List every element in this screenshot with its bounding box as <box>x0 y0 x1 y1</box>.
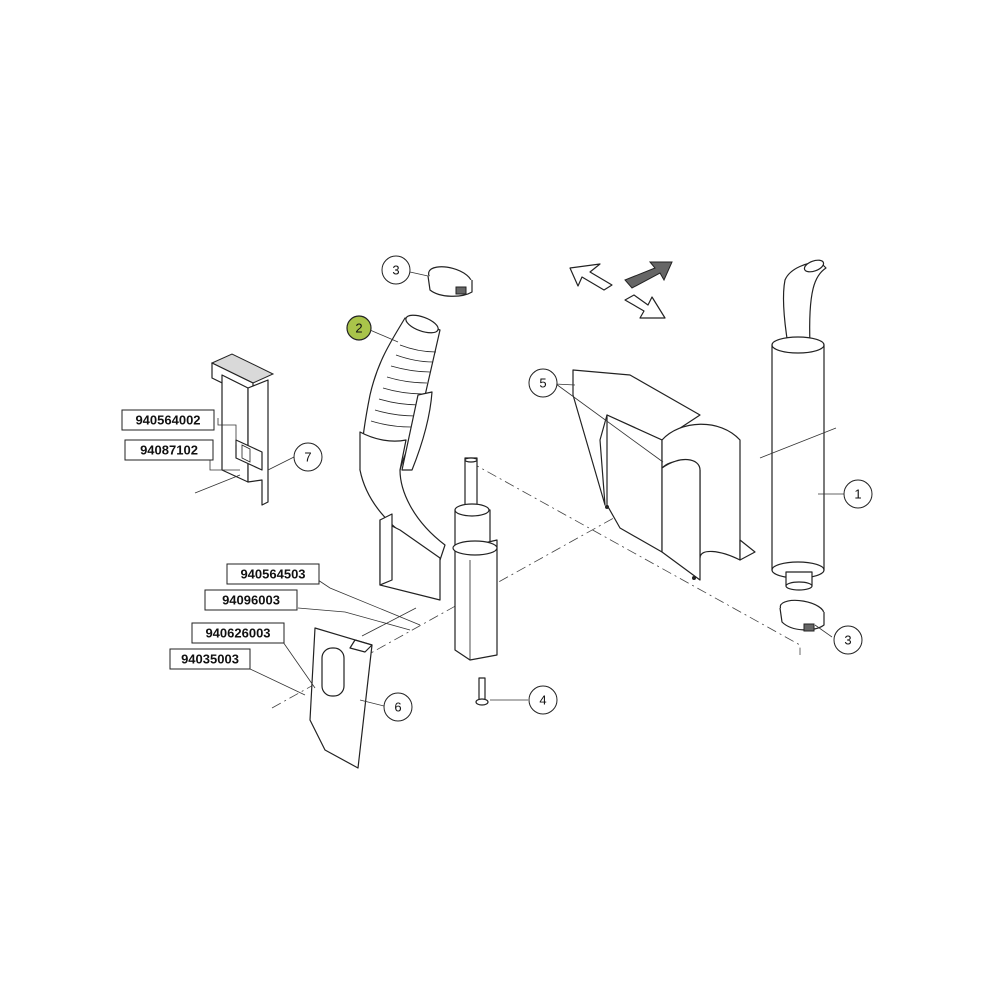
callout-5-label: 5 <box>539 376 546 391</box>
arrow-up-right-icon <box>624 261 673 289</box>
clamp-part-3-top[interactable] <box>426 263 474 297</box>
orientation-arrows <box>569 261 673 319</box>
part-number-940626003[interactable]: 940626003 <box>191 622 285 644</box>
part-number-940564503-label: 940564503 <box>240 567 305 582</box>
shield-part-5[interactable] <box>572 369 756 581</box>
callout-7-label: 7 <box>304 450 311 465</box>
arrow-up-left-icon <box>569 263 613 291</box>
callout-1[interactable]: 1 <box>843 479 873 509</box>
callout-3-bottom-label: 3 <box>844 633 851 648</box>
part-number-940626003-label: 940626003 <box>205 626 270 641</box>
callout-6[interactable]: 6 <box>383 692 413 722</box>
callout-3-top[interactable]: 3 <box>381 255 411 285</box>
arrow-down-right-icon <box>624 294 666 319</box>
flex-pipe-corrugations <box>370 344 437 428</box>
plate-part-6[interactable] <box>309 627 373 769</box>
part-number-94035003[interactable]: 94035003 <box>169 648 251 670</box>
part-number-940564002[interactable]: 940564002 <box>121 409 215 431</box>
callout-4-label: 4 <box>539 693 546 708</box>
part-number-940564002-label: 940564002 <box>135 413 200 428</box>
callout-3-bottom[interactable]: 3 <box>833 625 863 655</box>
part-number-94096003-label: 94096003 <box>222 593 280 608</box>
callout-3-top-label: 3 <box>392 263 399 278</box>
callout-6-label: 6 <box>394 700 401 715</box>
part-number-94087102[interactable]: 94087102 <box>124 439 214 461</box>
callout-5[interactable]: 5 <box>528 368 558 398</box>
callout-2[interactable]: 2 <box>346 315 372 341</box>
bolt-part-4[interactable] <box>475 677 489 706</box>
callout-2-label: 2 <box>355 321 362 336</box>
leader-lines <box>194 271 845 707</box>
muffler-part-1[interactable] <box>771 258 827 591</box>
part-number-94087102-label: 94087102 <box>140 443 198 458</box>
bracket-part-7[interactable] <box>210 353 275 506</box>
part-number-940564503[interactable]: 940564503 <box>226 563 320 585</box>
flex-pipe-part-2[interactable] <box>359 312 446 601</box>
callout-1-label: 1 <box>854 487 861 502</box>
clamp-part-3-bottom[interactable] <box>779 597 825 632</box>
callout-7[interactable]: 7 <box>293 442 323 472</box>
part-number-94096003[interactable]: 94096003 <box>204 589 298 611</box>
part-number-94035003-label: 94035003 <box>181 652 239 667</box>
callout-4[interactable]: 4 <box>528 685 558 715</box>
pipe-housing[interactable] <box>452 457 498 661</box>
